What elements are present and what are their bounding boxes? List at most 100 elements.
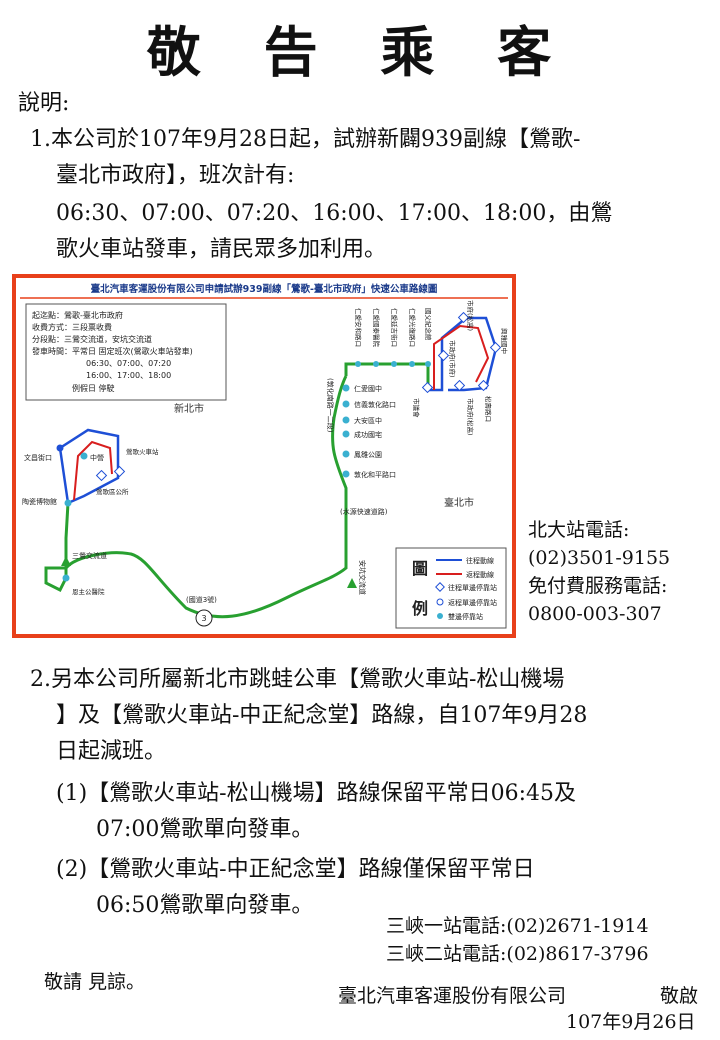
route-map: 臺北汽車客運股份有限公司申請試辦939副線「鶯歌-臺北市政府」快速公車路線圖 起…	[12, 274, 516, 638]
road-label: (水源快速道路)	[340, 507, 388, 516]
stop-label: 恩主公醫院	[72, 587, 105, 596]
map-info-line: 16:00、17:00、18:00	[86, 371, 171, 380]
item2-sub2-line-1: (2)【鶯歌火車站-中正紀念堂】路線僅保留平常日	[56, 857, 535, 882]
stop-label: 松壽路口	[484, 396, 493, 422]
legend-item: 返程單邊停靠站	[448, 598, 497, 607]
stop-marker	[80, 452, 88, 460]
item2-line-1: 2.另本公司所屬新北市跳蛙公車【鶯歌火車站-松山機場	[30, 667, 565, 692]
item2-line-2: 】及【鶯歌火車站-中正紀念堂】路線，自107年9月28	[56, 703, 588, 728]
legend-item: 雙邊停靠站	[448, 612, 483, 621]
map-legend	[395, 547, 507, 629]
route-line-west-return	[73, 440, 113, 501]
contact-line: 免付費服務電話:	[528, 575, 668, 597]
map-info-line: 收費方式：三段票收費	[32, 322, 112, 332]
respect-sign-off: 敬啟	[660, 985, 699, 1007]
stop-label: 鶯歌火車站	[126, 447, 159, 456]
stop-marker	[56, 444, 64, 452]
stop-marker	[342, 450, 350, 458]
item2-line-3: 日起減班。	[56, 739, 167, 764]
contact-line: 0800-003-307	[528, 603, 662, 625]
stop-marker	[342, 384, 350, 392]
legend-item: 往程單邊停靠站	[448, 583, 497, 592]
highway-shield	[195, 609, 213, 627]
region-new-taipei: 新北市	[174, 402, 204, 415]
legend-swatch	[436, 598, 444, 606]
stop-label: 中營	[90, 453, 104, 462]
company-name: 臺北汽車客運股份有限公司	[338, 985, 567, 1007]
stop-marker	[453, 379, 466, 392]
notice-date: 107年9月26日	[566, 1011, 696, 1033]
item1-line-1: 1.本公司於107年9月28日起，試辦新闢939副線【鶯歌-	[30, 127, 581, 152]
legend-item: 返程動線	[466, 570, 494, 579]
stop-label: 仁愛延吉街口	[390, 308, 399, 347]
legend-item: 往程動線	[466, 556, 494, 565]
item2-sub2-line-2: 06:50鶯歌單向發車。	[96, 893, 314, 918]
stop-marker	[64, 499, 72, 507]
map-info-box	[25, 303, 227, 401]
map-info-line: 發車時間：平常日 固定班次(鶯歌火車站發車)	[32, 346, 193, 356]
stop-label: 市議會	[412, 398, 421, 418]
route-line-main	[64, 375, 348, 619]
stop-marker	[457, 311, 470, 324]
stop-marker	[409, 361, 415, 367]
stop-label: 市政府(市府)	[448, 340, 457, 378]
legend-swatch	[437, 613, 443, 619]
item1-line-2: 臺北市政府】，班次計有:	[56, 163, 295, 188]
stop-label: 安坑交流道	[358, 560, 367, 595]
map-info-line: 分段點：三鶯交流道，安坑交流道	[32, 334, 152, 344]
stop-label: 仁愛光復路口	[408, 308, 417, 347]
contact-line: (02)3501-9155	[528, 547, 671, 569]
road-label: (敦化南路一二段)	[326, 378, 335, 433]
stop-label: 大安區中	[354, 416, 382, 425]
stop-label: 三鶯交流道	[72, 551, 107, 560]
road-label: (國道3號)	[186, 595, 217, 604]
legend-title-2: 例	[412, 599, 428, 618]
route-line-west	[44, 502, 70, 593]
item2-sub1-line-1: (1)【鶯歌火車站-松山機場】路線保留平常日06:45及	[56, 781, 576, 806]
stop-marker	[425, 361, 431, 367]
legend-swatch	[435, 582, 445, 592]
stop-label: 鶯歌區公所	[96, 487, 129, 496]
stop-marker	[437, 349, 450, 362]
highway-number: 3	[201, 614, 206, 623]
stop-label: 敦化和平路口	[354, 470, 396, 479]
stop-marker	[95, 469, 108, 482]
stop-marker	[489, 341, 502, 354]
stop-label: 成功國宅	[354, 430, 382, 439]
stop-marker	[113, 465, 126, 478]
stop-label: 鳳雛公園	[354, 450, 382, 459]
stop-marker	[342, 416, 350, 424]
contact-line: 三峽一站電話:(02)2671-1914	[386, 915, 649, 937]
stop-label: 興雅國中	[500, 328, 509, 354]
stop-marker	[373, 361, 379, 367]
route-line-east-return	[433, 324, 490, 390]
stop-marker	[477, 379, 490, 392]
interchange-marker	[347, 578, 357, 588]
map-info-line: 起迄點：鶯歌-臺北市政府	[32, 310, 123, 320]
notice-title: 敬 告 乘 客	[146, 21, 574, 84]
contact-line: 北大站電話:	[528, 519, 630, 541]
item1-line-4: 歌火車站發車，請民眾多加利用。	[56, 237, 387, 262]
stop-marker	[342, 400, 350, 408]
stop-label: 仁愛國中	[354, 384, 382, 393]
stop-marker	[342, 470, 350, 478]
route-line-east-outbound	[428, 316, 498, 392]
intro-label: 說明:	[18, 91, 70, 116]
stop-label: 市政府(松高)	[466, 398, 475, 436]
region-taipei: 臺北市	[444, 496, 474, 509]
stop-label: 陶瓷博物館	[22, 497, 57, 506]
item1-line-3: 06:30、07:00、07:20、16:00、17:00、18:00，由鶯	[56, 201, 613, 226]
stop-label: 信義敦化路口	[354, 400, 396, 409]
item2-sub1-line-2: 07:00鶯歌單向發車。	[96, 817, 314, 842]
closing-text: 敬請 見諒。	[44, 971, 146, 993]
legend-title-1: 圖	[412, 559, 428, 578]
stop-label: 仁愛安和路口	[354, 308, 363, 347]
stop-label: 市府(松高)	[466, 300, 475, 331]
map-info-line: 06:30、07:00、07:20	[86, 359, 171, 368]
interchange-marker	[61, 556, 71, 566]
map-header: 臺北汽車客運股份有限公司申請試辦939副線「鶯歌-臺北市政府」快速公車路線圖	[91, 283, 438, 295]
stop-marker	[355, 361, 361, 367]
stop-marker	[391, 361, 397, 367]
stop-marker	[62, 574, 70, 582]
stop-marker	[421, 381, 434, 394]
